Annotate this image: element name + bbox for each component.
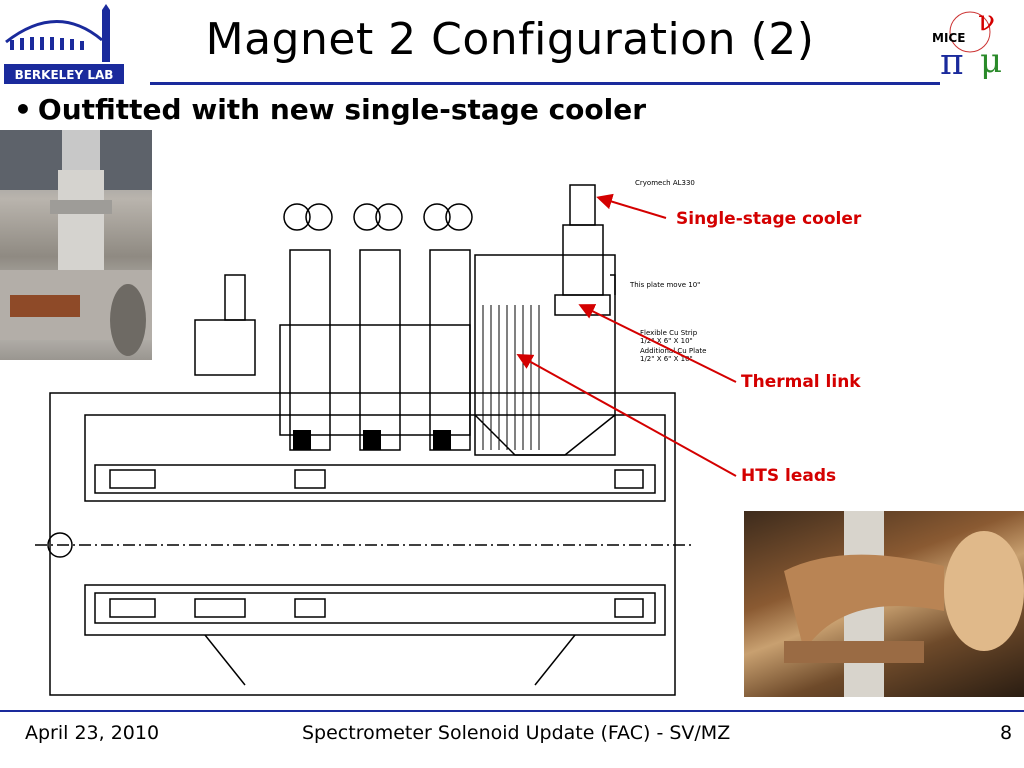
plate-move-label: This plate move 10" xyxy=(629,281,700,289)
berkeley-lab-wordmark: BERKELEY LAB xyxy=(15,68,114,82)
footer-divider xyxy=(0,710,1024,712)
page-number: 8 xyxy=(1000,722,1013,744)
bullet-item: •Outfitted with new single-stage cooler xyxy=(14,93,646,126)
mice-wordmark: MICE xyxy=(932,31,965,45)
cooler-photo xyxy=(0,130,152,360)
bullet-dot-icon: • xyxy=(14,93,32,126)
page-title: Magnet 2 Configuration (2) xyxy=(205,14,815,65)
pi-symbol: π xyxy=(940,42,964,83)
callout-hts-leads: HTS leads xyxy=(741,466,837,486)
add-plate-size-label: 1/2" X 6" X 10" xyxy=(640,355,693,363)
callout-thermal-link: Thermal link xyxy=(741,372,861,392)
thermal-link-arrow xyxy=(578,304,737,383)
thermal-link-photo-image xyxy=(784,511,1024,697)
callout-single-stage-cooler: Single-stage cooler xyxy=(676,209,862,229)
cooler-photo-image xyxy=(0,130,152,356)
bullet-text: Outfitted with new single-stage cooler xyxy=(37,93,647,126)
mu-symbol: μ xyxy=(980,41,1002,81)
thermal-link-photo xyxy=(744,511,1024,697)
mice-logo: MICE ν π μ xyxy=(932,4,1002,83)
flex-strip-label: Flexible Cu Strip xyxy=(640,329,698,337)
flex-strip-size-label: 1/2" X 6" X 10" xyxy=(640,337,693,345)
nu-symbol: ν xyxy=(978,4,995,37)
hts-leads-arrow xyxy=(516,354,737,477)
cooler-arrow xyxy=(596,193,667,219)
footer-title: Spectrometer Solenoid Update (FAC) - SV/… xyxy=(302,722,731,744)
footer-date: April 23, 2010 xyxy=(25,722,160,744)
title-divider xyxy=(150,82,940,85)
berkeley-lab-logo: BERKELEY LAB xyxy=(4,4,124,84)
cryomech-label: Cryomech AL330 xyxy=(635,179,695,187)
